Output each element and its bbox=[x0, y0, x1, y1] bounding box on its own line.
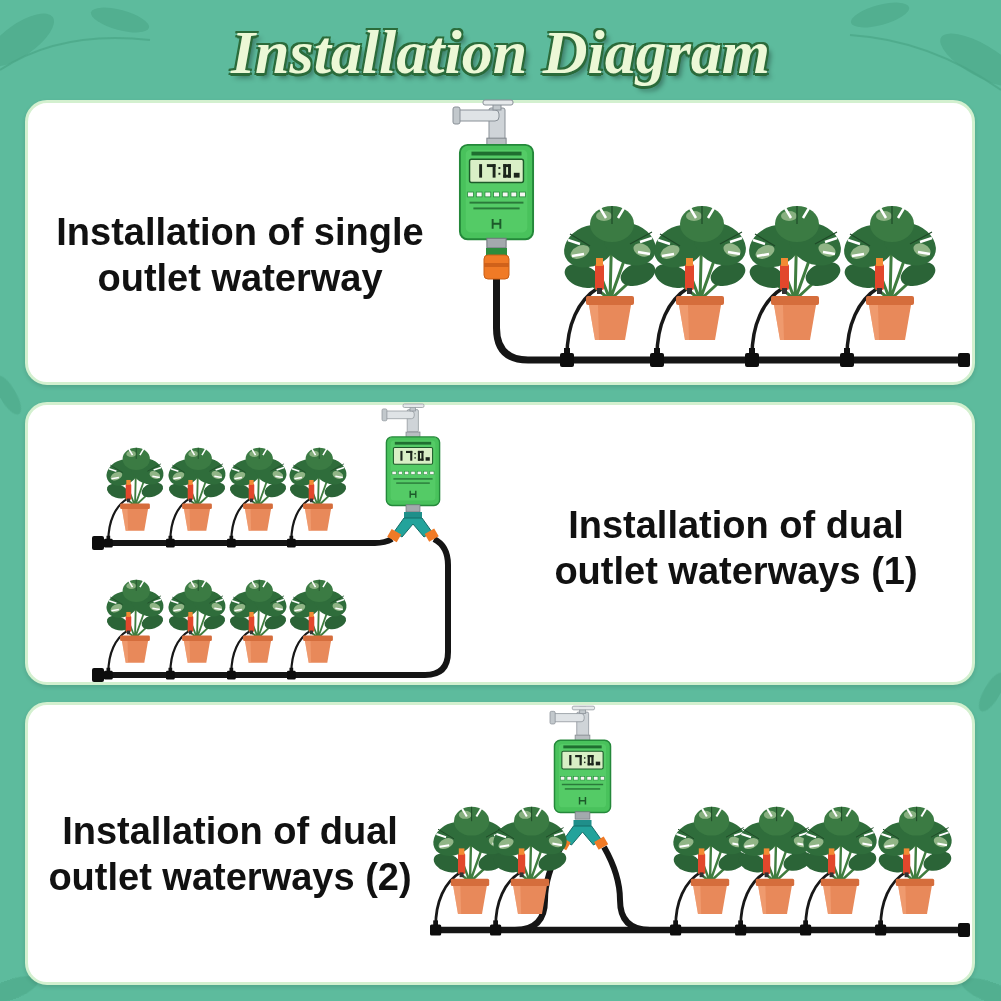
water-faucet bbox=[550, 706, 595, 736]
step-panel: Installation of dual outlet waterways (2… bbox=[25, 702, 975, 985]
panel-label: Installation of dual outlet waterways (1… bbox=[526, 502, 946, 594]
potted-plant bbox=[557, 206, 663, 367]
background-leaves-part bbox=[848, 0, 911, 32]
end-cap bbox=[958, 923, 970, 937]
branch-hose bbox=[100, 539, 448, 675]
end-cap bbox=[958, 353, 970, 367]
branch-hose bbox=[515, 847, 561, 930]
potted-plant bbox=[873, 807, 958, 936]
background-leaves-part bbox=[0, 372, 26, 418]
end-cap bbox=[92, 668, 104, 682]
step-panel: Installation of dual outlet waterways (1… bbox=[25, 402, 975, 685]
potted-plant bbox=[102, 580, 168, 680]
potted-plant bbox=[285, 448, 351, 548]
background-leaves-part bbox=[974, 669, 1001, 715]
branch-hose bbox=[604, 847, 650, 930]
quick-connector-band bbox=[484, 263, 509, 267]
dual-outlet-illustration-1 bbox=[92, 404, 448, 682]
main-hose bbox=[432, 927, 962, 934]
y-splitter bbox=[557, 820, 609, 850]
single-outlet-illustration bbox=[453, 100, 970, 367]
potted-plant bbox=[798, 807, 883, 936]
water-faucet bbox=[382, 404, 424, 432]
water-timer bbox=[554, 735, 610, 819]
background-leaves-part bbox=[933, 24, 1001, 97]
background-stems-part bbox=[0, 38, 150, 70]
potted-plant bbox=[668, 807, 753, 936]
end-cap bbox=[92, 536, 104, 550]
step-panel: Installation of single outlet waterway bbox=[25, 100, 975, 385]
water-faucet bbox=[453, 100, 513, 140]
potted-plant bbox=[488, 807, 573, 936]
background-leaves-part bbox=[88, 3, 151, 38]
potted-plant bbox=[225, 448, 291, 548]
timer-outlet-ring bbox=[486, 248, 507, 255]
potted-plant bbox=[285, 580, 351, 680]
potted-plant bbox=[102, 448, 168, 548]
dual-outlet-illustration-2 bbox=[428, 706, 970, 937]
background-stems-part bbox=[850, 35, 1001, 90]
main-hose bbox=[497, 279, 963, 360]
water-timer bbox=[386, 432, 439, 512]
potted-plant bbox=[733, 807, 818, 936]
panel-label: Installation of dual outlet waterways (2… bbox=[25, 808, 435, 900]
potted-plant bbox=[164, 580, 230, 680]
panel-label: Installation of single outlet waterway bbox=[30, 209, 450, 301]
potted-plant bbox=[164, 448, 230, 548]
quick-connector bbox=[484, 255, 509, 279]
potted-plant bbox=[225, 580, 291, 680]
potted-plant bbox=[428, 807, 513, 936]
diagram-title: Installation Diagram bbox=[0, 4, 1001, 100]
water-timer bbox=[460, 138, 533, 248]
potted-plant bbox=[742, 206, 848, 367]
potted-plant bbox=[647, 206, 753, 367]
branch-hose bbox=[100, 539, 392, 543]
potted-plant bbox=[837, 206, 943, 367]
y-splitter bbox=[387, 512, 439, 542]
